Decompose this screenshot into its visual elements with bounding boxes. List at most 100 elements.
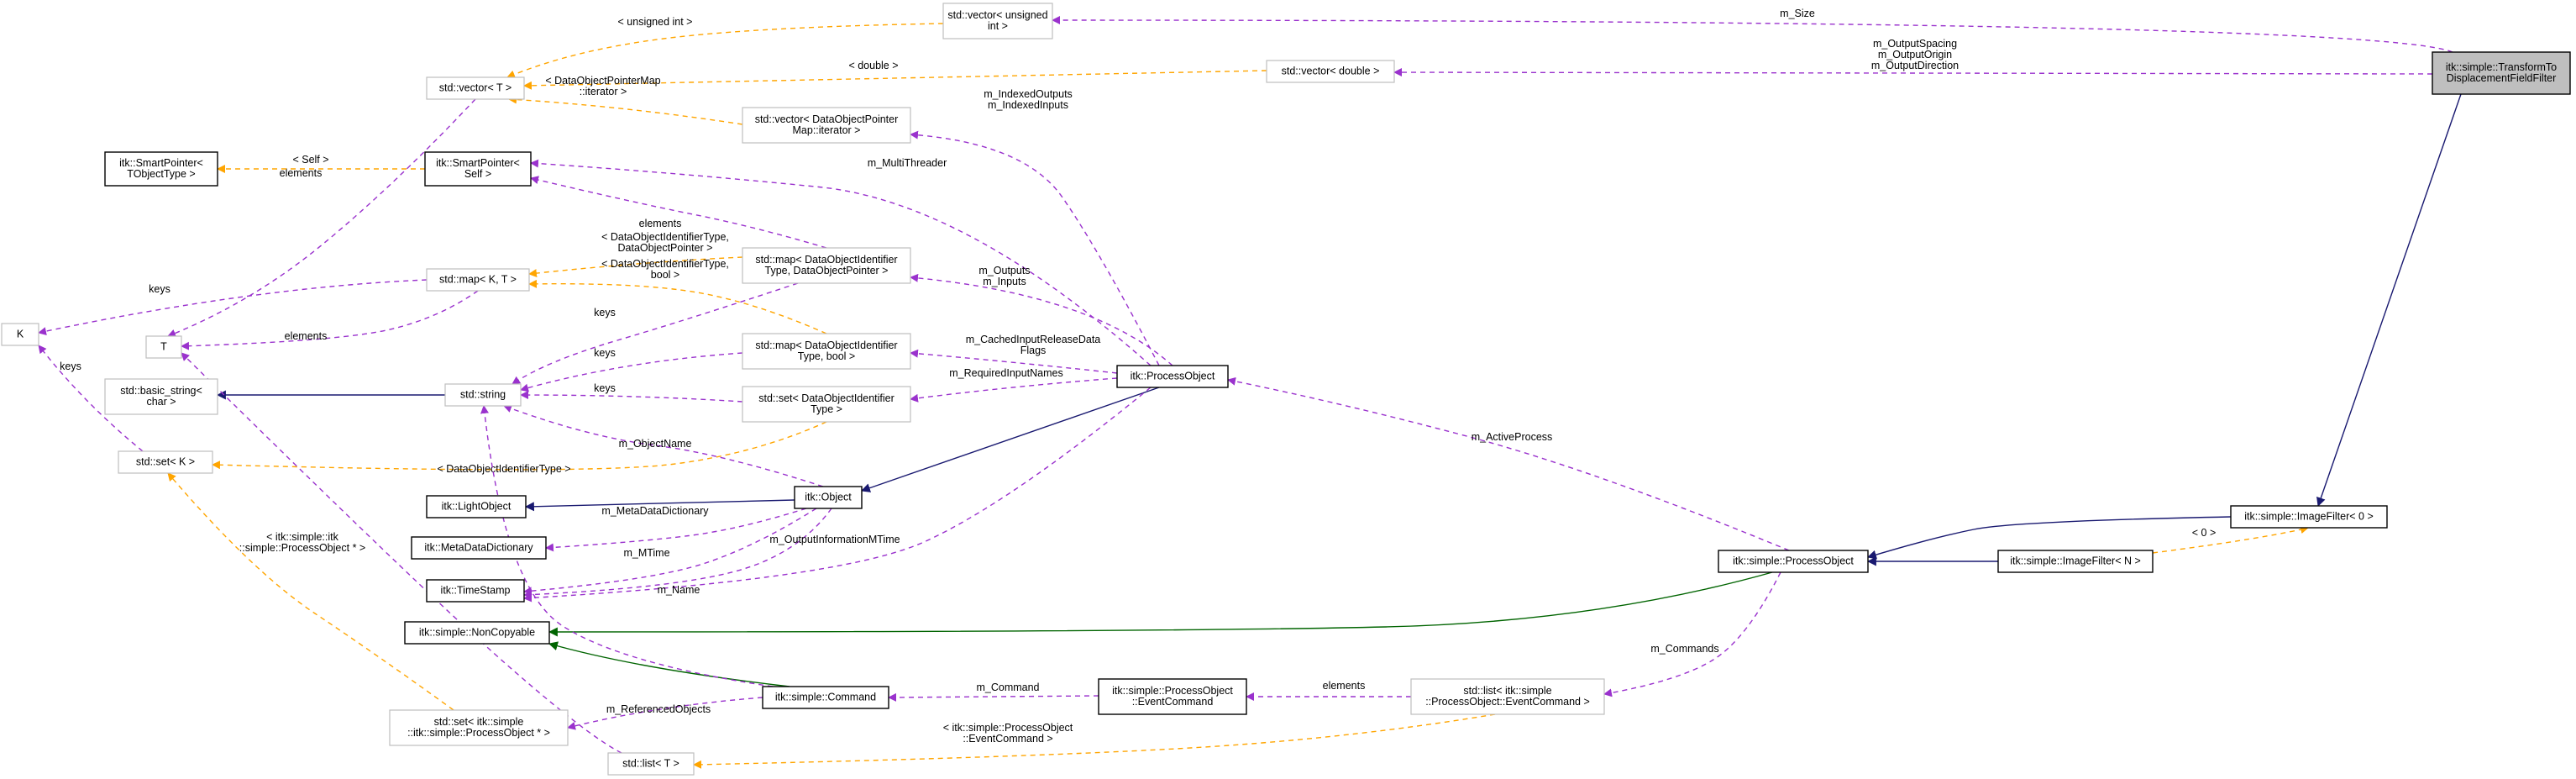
edge-line — [548, 571, 1773, 637]
node-label: std::string — [460, 389, 506, 401]
edge-e-spo-noncopy — [548, 571, 1773, 637]
node-T[interactable]: T — [145, 335, 182, 359]
node-label: itk::simple::NonCopyable — [419, 627, 535, 639]
node-root[interactable]: itk::simple::TransformToDisplacementFiel… — [2432, 51, 2571, 95]
edge-line — [523, 70, 1267, 90]
edge-label: m_ReferencedObjects — [606, 703, 711, 715]
node-label: std::vector< unsigned — [947, 9, 1047, 21]
node-label: std::map< DataObjectIdentifier — [755, 339, 897, 351]
node-set-spo[interactable]: std::set< itk::simple::itk::simple::Proc… — [389, 709, 569, 746]
node-spo[interactable]: itk::simple::ProcessObject — [1718, 550, 1869, 573]
node-label: Type, DataObjectPointer > — [765, 265, 889, 276]
node-label: ::ProcessObject::EventCommand > — [1425, 696, 1590, 708]
edge-label: < DataObjectIdentifierType, — [601, 231, 729, 243]
node-vec-dopmi[interactable]: std::vector< DataObjectPointerMap::itera… — [742, 107, 911, 144]
edge-label: m_ObjectName — [619, 438, 692, 450]
edge-line — [528, 279, 827, 334]
edge-e-command-noncopy — [548, 641, 790, 687]
node-imgfilter-N[interactable]: itk::simple::ImageFilter< N > — [1997, 550, 2154, 573]
edge-line — [860, 387, 1160, 492]
node-label: std::set< K > — [136, 456, 195, 468]
node-noncopyable[interactable]: itk::simple::NonCopyable — [404, 621, 550, 645]
node-set-K[interactable]: std::set< K > — [118, 450, 213, 474]
edge-line — [523, 508, 817, 596]
edge-e-vecT-T: elements — [167, 98, 476, 338]
node-process-object[interactable]: itk::ProcessObject — [1116, 365, 1229, 388]
edge-e-listT-event: < itk::simple::ProcessObject::EventComma… — [693, 713, 1496, 769]
node-vec-double[interactable]: std::vector< double > — [1266, 60, 1395, 83]
edge-line — [1227, 376, 1790, 551]
edge-e-mapdop-mapKT: < DataObjectIdentifierType,DataObjectPoi… — [528, 231, 743, 278]
edge-line — [545, 508, 807, 552]
node-label: Type, bool > — [798, 350, 855, 362]
node-K[interactable]: K — [1, 323, 39, 346]
node-label: itk::simple::TransformTo — [2446, 61, 2557, 73]
node-label: int > — [988, 20, 1008, 32]
edge-e-dopmi: < DataObjectPointerMap::iterator > — [508, 75, 743, 125]
node-set-doi[interactable]: std::set< DataObjectIdentifierType > — [742, 386, 911, 423]
edge-line — [167, 98, 476, 338]
node-timestamp[interactable]: itk::TimeStamp — [426, 579, 525, 603]
node-label: std::list< itk::simple — [1463, 685, 1551, 697]
node-box — [104, 151, 218, 187]
node-meta-dict[interactable]: itk::MetaDataDictionary — [411, 536, 547, 560]
node-box — [1, 323, 39, 346]
node-label: std::vector< double > — [1282, 66, 1380, 77]
node-smart-self[interactable]: itk::SmartPointer<Self > — [424, 151, 532, 187]
edge-e-mapbool-mapKT: < DataObjectIdentifierType,bool > — [528, 258, 827, 334]
node-box — [607, 752, 695, 776]
node-box — [942, 3, 1053, 39]
node-imgfilter-0[interactable]: itk::simple::ImageFilter< 0 > — [2230, 505, 2388, 529]
nodes-layer: itk::simple::TransformToDisplacementFiel… — [1, 3, 2571, 776]
edge-label: < itk::simple::itk — [266, 531, 339, 543]
node-label: itk::SmartPointer< — [119, 157, 203, 169]
edge-label: keys — [594, 382, 616, 394]
node-box — [1718, 550, 1869, 573]
node-light-object[interactable]: itk::LightObject — [426, 495, 527, 518]
node-box — [145, 335, 182, 359]
node-object[interactable]: itk::Object — [794, 486, 863, 509]
node-box — [794, 486, 863, 509]
node-smart-T[interactable]: itk::SmartPointer<TObjectType > — [104, 151, 218, 187]
node-list-event[interactable]: std::list< itk::simple::ProcessObject::E… — [1410, 678, 1605, 715]
edge-label: m_OutputOrigin — [1878, 49, 1952, 61]
node-map-KT[interactable]: std::map< K, T > — [426, 268, 530, 292]
edge-label: m_MTime — [623, 547, 669, 559]
node-map-dop[interactable]: std::map< DataObjectIdentifierType, Data… — [742, 247, 911, 284]
node-box — [742, 107, 911, 144]
edge-label: < Self > — [292, 154, 328, 166]
node-vec-T[interactable]: std::vector< T > — [426, 76, 525, 100]
node-label: itk::MetaDataDictionary — [424, 542, 533, 554]
node-spo-event[interactable]: itk::simple::ProcessObject::EventCommand — [1098, 678, 1247, 715]
node-box — [1098, 678, 1247, 715]
edge-e-mapdop-smart: elements — [530, 176, 827, 249]
edge-e-setspo-setK: < itk::simple::itk::simple::ProcessObjec… — [167, 472, 454, 711]
edge-line — [508, 95, 743, 125]
node-string[interactable]: std::string — [444, 383, 522, 407]
edge-line — [167, 472, 454, 711]
node-label: itk::simple::ImageFilter< 0 > — [2244, 511, 2374, 523]
edge-e-po-object — [860, 387, 1160, 492]
node-box — [389, 709, 569, 746]
node-basic-string[interactable]: std::basic_string<char > — [104, 378, 218, 415]
edge-e-multithreader: m_MultiThreader — [530, 157, 1152, 366]
edge-line — [1866, 516, 2232, 560]
node-box — [404, 621, 550, 645]
node-list-T[interactable]: std::list< T > — [607, 752, 695, 776]
edge-e-ifN-if0: < 0 > — [2152, 525, 2309, 554]
edge-label: Flags — [1020, 345, 1047, 356]
edge-label: < DataObjectIdentifierType > — [437, 463, 570, 475]
edge-e-referenced: m_ReferencedObjects — [567, 697, 763, 730]
edge-line — [523, 508, 832, 599]
edge-e-object-light — [524, 499, 795, 512]
node-map-bool[interactable]: std::map< DataObjectIdentifierType, bool… — [742, 333, 911, 370]
node-label: itk::simple::ProcessObject — [1112, 685, 1233, 697]
edge-e-mapbool-string: keys — [520, 347, 743, 392]
edge-label: m_OutputSpacing — [1873, 38, 1957, 50]
edge-e-mtime: m_MTime — [523, 508, 817, 596]
edge-label: m_MetaDataDictionary — [601, 505, 709, 517]
edge-e-if0-spo — [1866, 516, 2232, 560]
node-command[interactable]: itk::simple::Command — [762, 686, 889, 709]
